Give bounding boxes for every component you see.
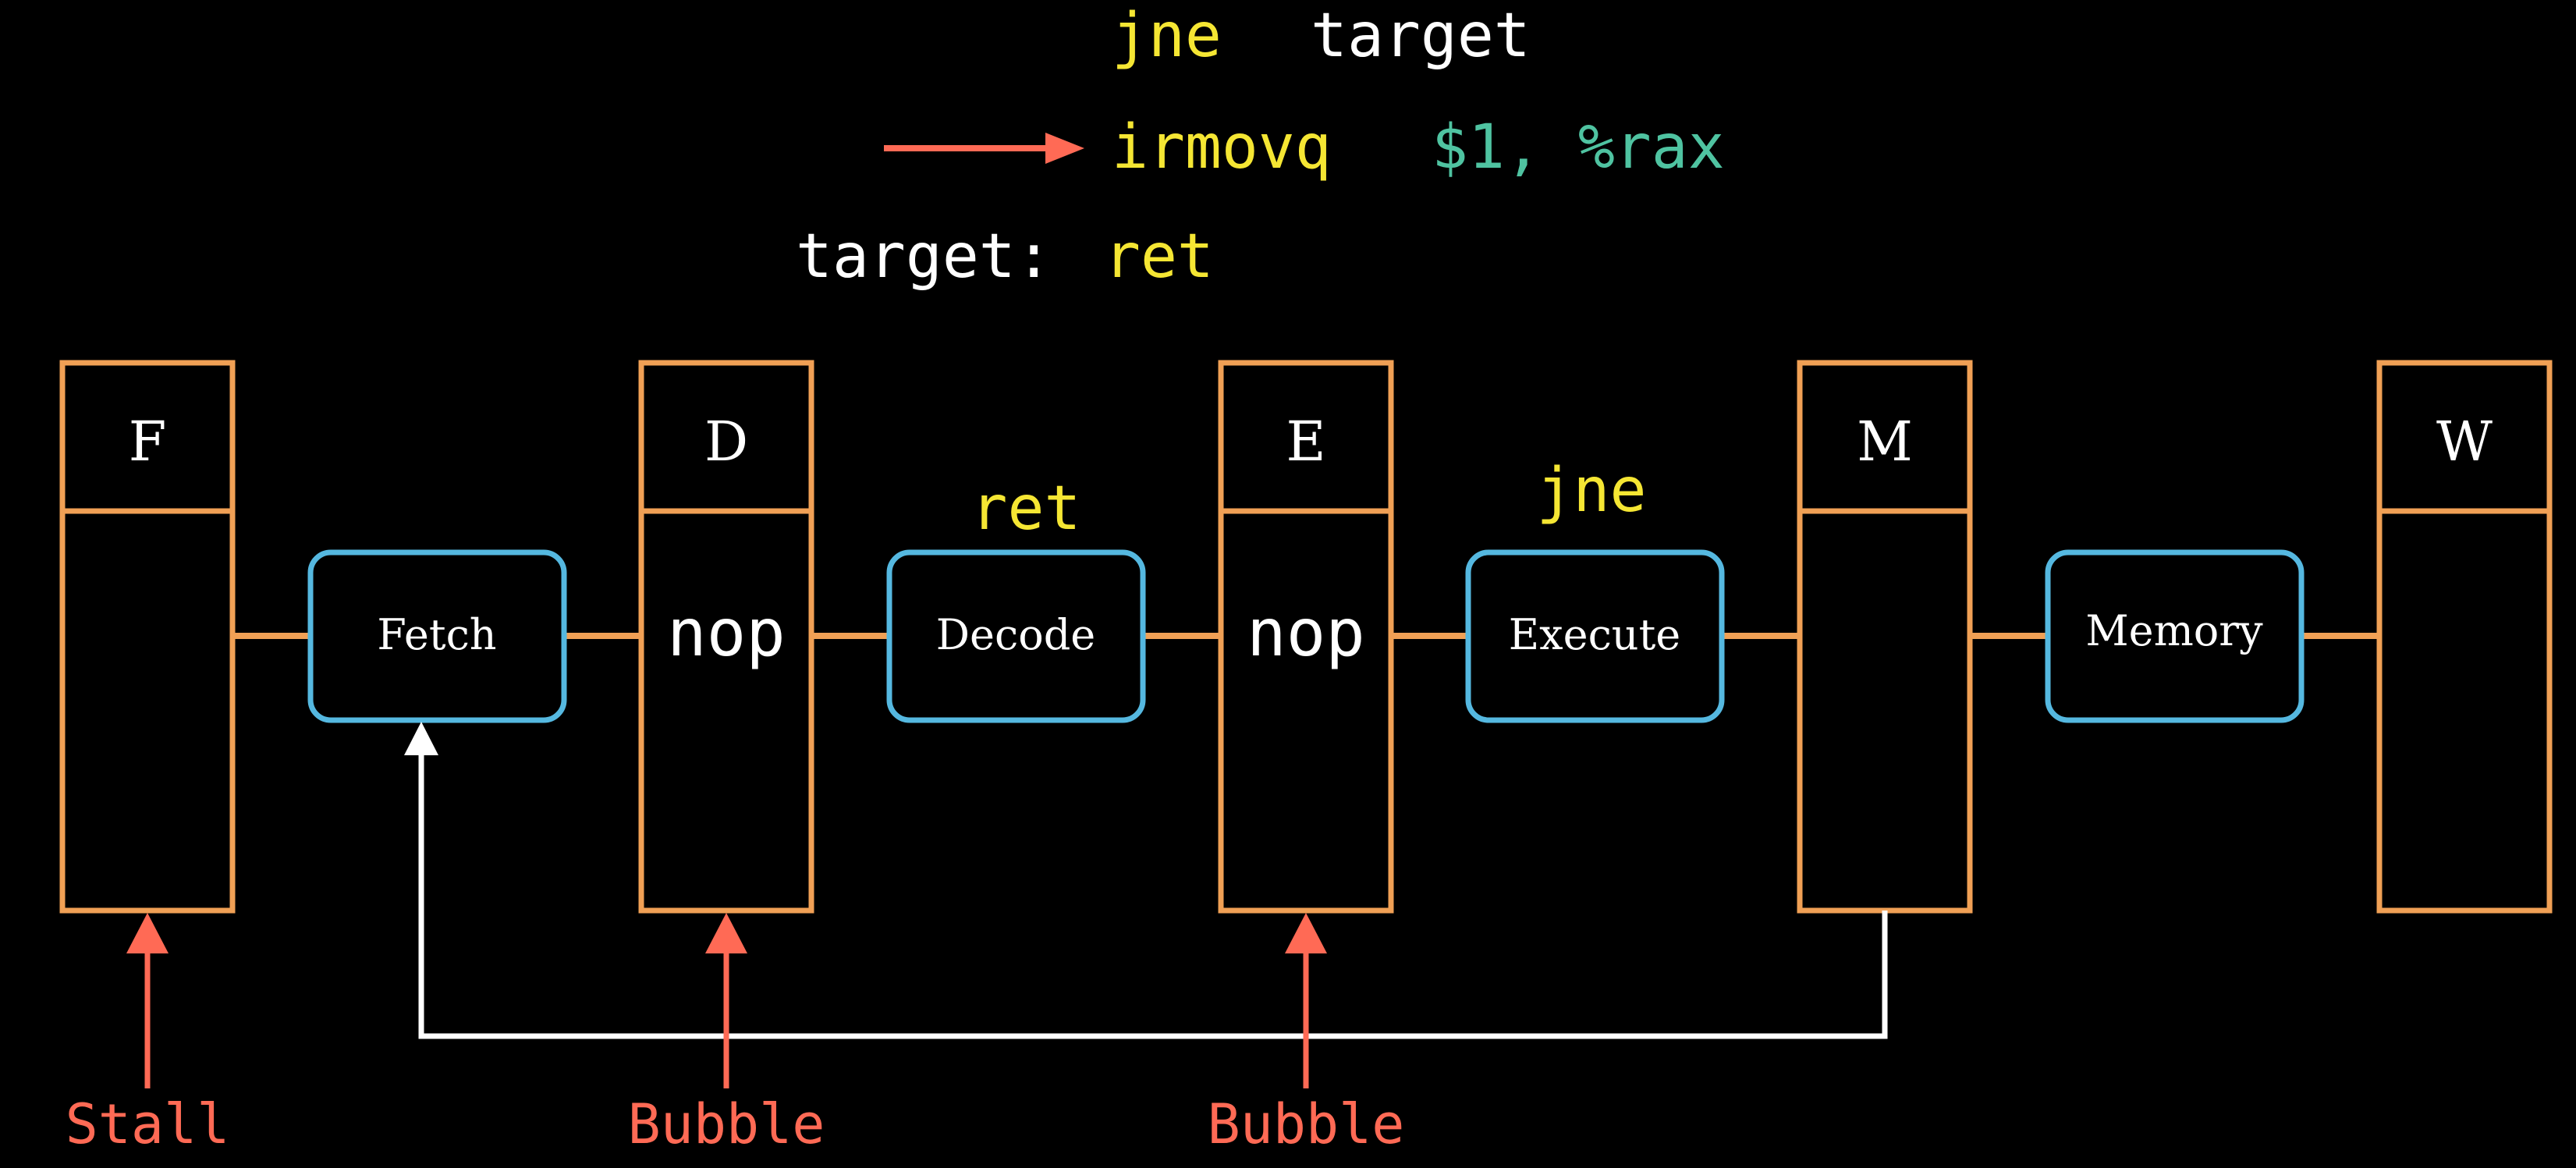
stage-execute-instruction: jne: [1537, 456, 1647, 526]
stage-execute-label: Execute: [1509, 610, 1681, 659]
up-arrow-icon: [126, 913, 169, 953]
stage-memory-label: Memory: [2085, 606, 2263, 655]
stage-decode: Decode ret: [886, 474, 1146, 723]
code-line3-label: target:: [796, 222, 1052, 292]
control-signal-stall-label: Stall: [66, 1092, 230, 1156]
register-D-content: nop: [667, 595, 786, 671]
code-listing: jne target irmovq $1, %rax target: ret: [796, 1, 1725, 292]
control-signal-bubble-e-label: Bubble: [1208, 1092, 1405, 1156]
stage-decode-label: Decode: [936, 610, 1096, 659]
up-arrow-icon: [1285, 913, 1327, 953]
register-W: W: [2376, 360, 2553, 914]
stage-fetch-label: Fetch: [377, 610, 496, 659]
control-signal-bubble-d-label: Bubble: [628, 1092, 825, 1156]
register-F: F: [59, 360, 236, 914]
register-W-label: W: [2436, 410, 2493, 474]
control-signal-stall: Stall: [66, 913, 230, 1156]
register-E: E nop: [1218, 360, 1394, 914]
stage-fetch: Fetch: [307, 549, 567, 723]
register-M-label: M: [1857, 410, 1913, 474]
feedback-wire: [404, 722, 1888, 1039]
register-M: M: [1797, 360, 1973, 914]
register-E-content: nop: [1247, 595, 1365, 671]
register-D: D nop: [638, 360, 814, 914]
code-line1-op: jne: [1112, 1, 1222, 71]
stage-memory: Memory: [2045, 549, 2305, 723]
code-line2-op: irmovq: [1112, 112, 1332, 183]
up-arrow-icon: [705, 913, 747, 953]
stage-decode-instruction: ret: [971, 474, 1081, 544]
code-line1-arg: target: [1311, 1, 1531, 71]
stage-execute: Execute jne: [1465, 456, 1725, 723]
code-line2-arg: $1, %rax: [1432, 112, 1725, 183]
register-E-label: E: [1286, 410, 1325, 474]
register-D-label: D: [704, 410, 748, 474]
register-F-label: F: [129, 410, 167, 474]
right-arrow-icon: [884, 133, 1084, 164]
control-signal-bubble-e: Bubble: [1208, 913, 1405, 1156]
up-arrow-icon: [404, 722, 438, 755]
control-signal-bubble-d: Bubble: [628, 913, 825, 1156]
code-line3-op: ret: [1104, 222, 1214, 292]
